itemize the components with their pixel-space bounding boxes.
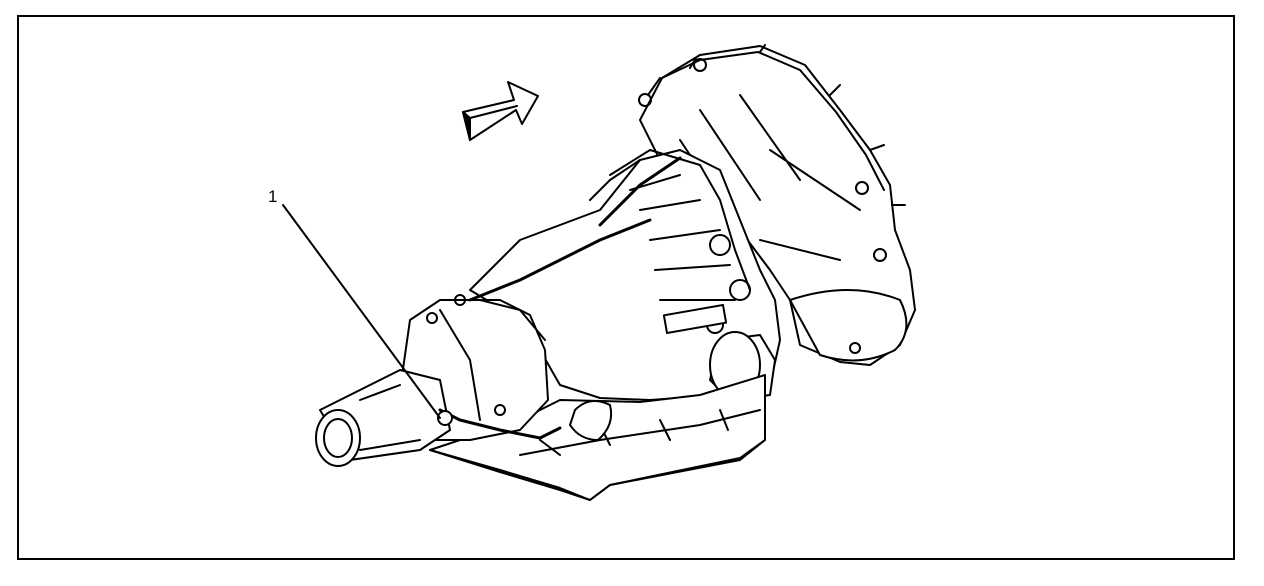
direction-arrow-icon: [462, 81, 539, 141]
callout-label-1: 1: [268, 187, 277, 206]
oil-pan: [429, 374, 766, 501]
transmission-case: [469, 149, 781, 401]
wiring-harness: [438, 156, 682, 440]
output-shaft-opening: [315, 409, 361, 467]
callout-target: [437, 410, 453, 426]
bell-housing: [638, 44, 916, 366]
callout-leader-line: [282, 204, 441, 419]
